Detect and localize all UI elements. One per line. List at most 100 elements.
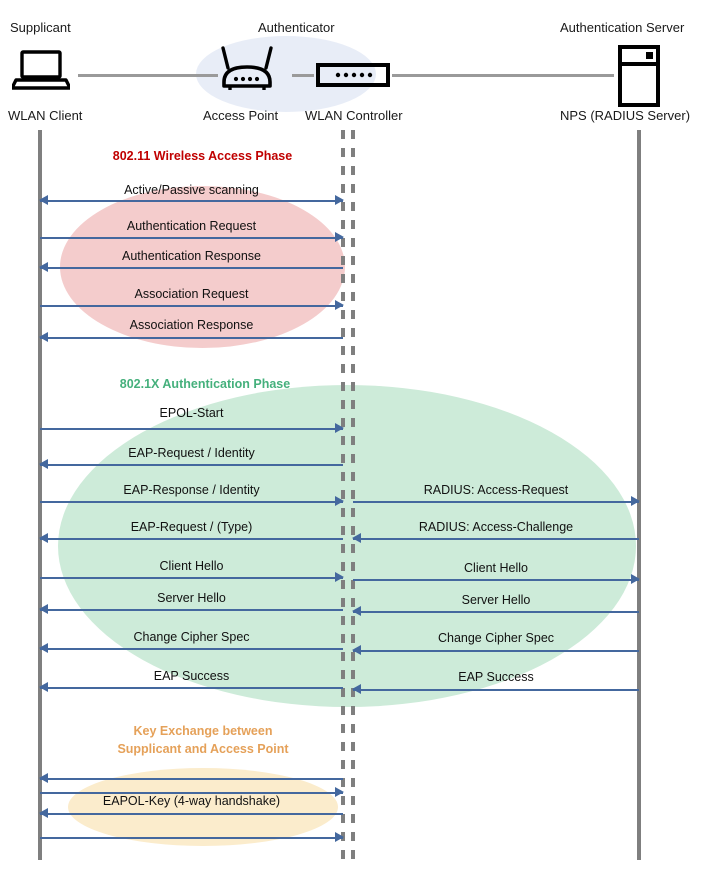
- arrow-head-right-icon: [335, 786, 344, 797]
- arrow-shaft: [353, 579, 639, 581]
- dot1x-left-label-6: Change Cipher Spec: [133, 630, 250, 644]
- wire-ap-to-controller: [292, 74, 314, 77]
- dot1x-left-arrow-2: [40, 495, 344, 506]
- arrow-head-right-icon: [335, 571, 344, 582]
- arrow-head-left-icon: [352, 605, 361, 616]
- arrow-head-right-icon: [335, 495, 344, 506]
- dot1x-left-arrow-3: [39, 532, 343, 543]
- dot1x-right-label-2: Client Hello: [464, 561, 528, 575]
- phase-label-key-exchange-line2: Supplicant and Access Point: [117, 742, 289, 756]
- key-exchange-arrow-3: [40, 831, 344, 842]
- arrow-head-left-icon: [39, 772, 48, 783]
- network-switch-icon: [316, 62, 390, 93]
- arrow-shaft: [353, 650, 639, 652]
- lifeline-access-point: [341, 130, 345, 860]
- arrow-head-right-icon: [335, 299, 344, 310]
- arrow-shaft: [40, 428, 343, 430]
- wireless-access-label-3: Association Request: [134, 287, 249, 301]
- arrow-head-left-icon: [39, 807, 48, 818]
- arrow-shaft: [353, 611, 639, 613]
- arrow-head-right-icon: [335, 231, 344, 242]
- dot1x-right-arrow-1: [352, 532, 639, 543]
- key-exchange-arrow-1: [40, 786, 344, 797]
- phase-label-key-exchange: Key Exchange between Supplicant and Acce…: [68, 722, 338, 758]
- role-title-authenticator: Authenticator: [258, 20, 335, 35]
- arrow-head-left-icon: [39, 603, 48, 614]
- wireless-access-arrow-4: [39, 331, 343, 342]
- phase-label-dot1x-auth: 802.1X Authentication Phase: [119, 377, 291, 391]
- dot1x-left-arrow-4: [40, 571, 344, 582]
- arrow-shaft: [40, 305, 343, 307]
- wireless-router-icon: [216, 46, 278, 97]
- arrow-shaft: [40, 778, 343, 780]
- arrow-head-left-icon: [39, 642, 48, 653]
- arrow-shaft: [40, 538, 343, 540]
- arrow-shaft: [353, 501, 639, 503]
- wireless-access-label-4: Association Response: [129, 318, 254, 332]
- role-title-auth-server: Authentication Server: [560, 20, 685, 35]
- wireless-access-label-0: Active/Passive scanning: [124, 183, 259, 197]
- dot1x-right-arrow-4: [352, 644, 639, 655]
- dot1x-right-arrow-5: [352, 683, 639, 694]
- dot1x-left-arrow-7: [39, 681, 343, 692]
- lifeline-supplicant: [38, 130, 42, 860]
- wireless-access-arrow-2: [39, 261, 343, 272]
- arrow-head-left-icon: [352, 683, 361, 694]
- dot1x-left-label-3: EAP-Request / (Type): [130, 520, 253, 534]
- arrow-head-right-icon: [335, 422, 344, 433]
- dot1x-right-label-3: Server Hello: [461, 593, 531, 607]
- dot1x-left-arrow-0: [40, 422, 344, 433]
- arrow-head-left-icon: [352, 532, 361, 543]
- server-rack-icon: [618, 45, 660, 112]
- arrow-head-right-icon: [631, 495, 640, 506]
- wireless-access-label-2: Authentication Response: [122, 249, 261, 263]
- dot1x-right-arrow-2: [353, 573, 640, 584]
- arrow-shaft: [40, 501, 343, 503]
- arrow-shaft: [40, 648, 343, 650]
- device-label-nps-server: NPS (RADIUS Server): [560, 108, 691, 123]
- dot1x-right-label-1: RADIUS: Access-Challenge: [418, 520, 574, 534]
- phase-label-key-exchange-line1: Key Exchange between: [133, 724, 273, 738]
- phase-ellipse-key-exchange: [68, 768, 338, 846]
- dot1x-right-arrow-0: [353, 495, 640, 506]
- role-title-supplicant: Supplicant: [10, 20, 71, 35]
- device-label-access-point: Access Point: [203, 108, 279, 123]
- lifeline-auth-server: [637, 130, 641, 860]
- dot1x-left-arrow-6: [39, 642, 343, 653]
- arrow-shaft: [40, 200, 343, 202]
- arrow-head-left-icon: [39, 681, 48, 692]
- arrow-shaft: [40, 837, 343, 839]
- key-exchange-arrow-0: [39, 772, 343, 783]
- key-exchange-label-2: EAPOL-Key (4-way handshake): [102, 794, 281, 808]
- arrow-shaft: [40, 337, 343, 339]
- arrow-head-left-icon: [352, 644, 361, 655]
- arrow-shaft: [40, 464, 343, 466]
- dot1x-left-label-7: EAP Success: [153, 669, 230, 683]
- dot1x-right-label-4: Change Cipher Spec: [437, 631, 555, 645]
- dot1x-left-label-2: EAP-Response / Identity: [123, 483, 260, 497]
- dot1x-left-label-1: EAP-Request / Identity: [128, 446, 255, 460]
- dot1x-right-arrow-3: [352, 605, 639, 616]
- arrow-shaft: [353, 538, 639, 540]
- arrow-shaft: [40, 237, 343, 239]
- arrow-shaft: [40, 687, 343, 689]
- wireless-access-arrow-3: [40, 299, 344, 310]
- wire-client-to-ap: [78, 74, 218, 77]
- arrow-head-left-icon: [39, 194, 48, 205]
- wire-controller-to-server: [392, 74, 614, 77]
- arrow-head-right-icon: [335, 194, 344, 205]
- arrow-shaft: [40, 267, 343, 269]
- dot1x-left-label-0: EPOL-Start: [159, 406, 224, 420]
- dot1x-left-arrow-1: [39, 458, 343, 469]
- wireless-access-label-1: Authentication Request: [126, 219, 257, 233]
- arrow-head-left-icon: [39, 261, 48, 272]
- dot1x-right-label-5: EAP Success: [458, 670, 534, 684]
- device-label-wlan-client: WLAN Client: [8, 108, 83, 123]
- arrow-shaft: [40, 609, 343, 611]
- arrow-head-left-icon: [39, 532, 48, 543]
- arrow-head-left-icon: [39, 331, 48, 342]
- arrow-shaft: [353, 689, 639, 691]
- dot1x-left-label-5: Server Hello: [157, 591, 226, 605]
- device-label-wlan-controller: WLAN Controller: [305, 108, 403, 123]
